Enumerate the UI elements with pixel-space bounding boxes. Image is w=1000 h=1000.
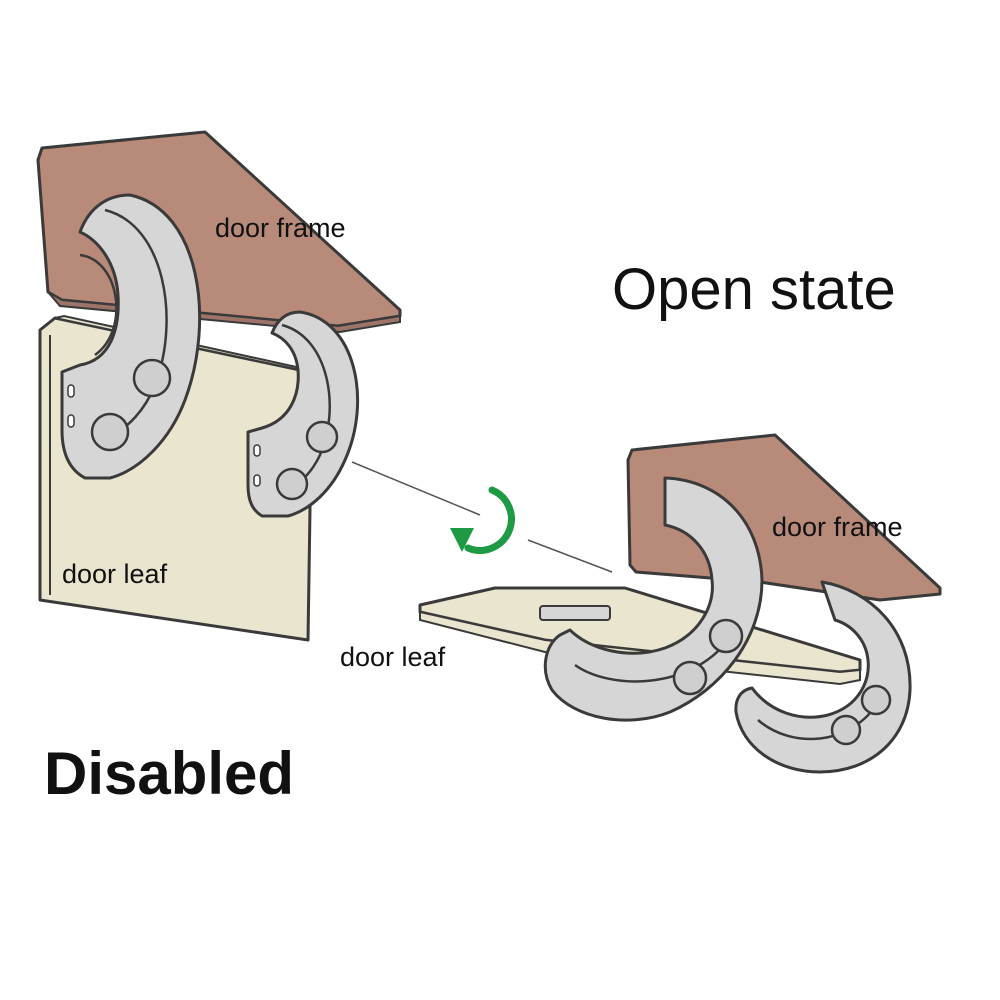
- left-hinge-small: [246, 310, 360, 518]
- right-hinge-large-mount: [539, 605, 611, 621]
- left-hinge-large-groove: [104, 208, 168, 438]
- left-hinge-small-screw-slot-2: [253, 474, 261, 487]
- open-state-title: Open state: [612, 257, 896, 322]
- left-hinge-small-arc: [246, 310, 360, 518]
- right-assembly: door frame door leaf: [340, 433, 942, 774]
- right-hinge-small-ball-2: [860, 684, 892, 716]
- left-hinge-large-arc: [60, 193, 202, 480]
- disabled-title: Disabled: [44, 740, 294, 807]
- connector-line: [351, 461, 613, 573]
- left-hinge-large-ball-2: [90, 412, 130, 452]
- left-hinge-large-screw-slot-1: [67, 384, 75, 398]
- right-hinge-large: [539, 476, 764, 722]
- left-hinge-small-ball-1: [305, 420, 339, 454]
- left-door-frame-edge: [47, 291, 401, 334]
- right-door-leaf-edge: [419, 610, 861, 686]
- right-hinge-small-ball-1: [830, 714, 862, 746]
- left-hinge-small-ball-2: [275, 467, 309, 501]
- left-hinge-small-screw-slot-1: [253, 444, 261, 457]
- right-hinge-large-ball-2: [708, 618, 744, 654]
- left-door-leaf-label: door leaf: [62, 559, 168, 589]
- rotate-counterclockwise-arrow-icon: [450, 486, 515, 554]
- left-assembly: door frame door leaf: [36, 130, 402, 642]
- left-hinge-large-screw-slot-2: [67, 414, 75, 428]
- left-hinge-large-ball-1: [132, 358, 172, 398]
- left-hinge-large: [60, 193, 202, 480]
- right-hinge-small-plate: [734, 580, 912, 774]
- right-hinge-large-groove: [574, 639, 729, 683]
- right-door-leaf-label: door leaf: [340, 642, 446, 672]
- left-door-frame-label: door frame: [215, 213, 346, 243]
- right-hinge-large-ball-1: [672, 660, 708, 696]
- right-hinge-small-groove: [757, 699, 882, 741]
- right-door-frame-label: door frame: [772, 512, 903, 542]
- right-hinge-small: [734, 580, 912, 774]
- left-hinge-large-inner: [79, 253, 118, 357]
